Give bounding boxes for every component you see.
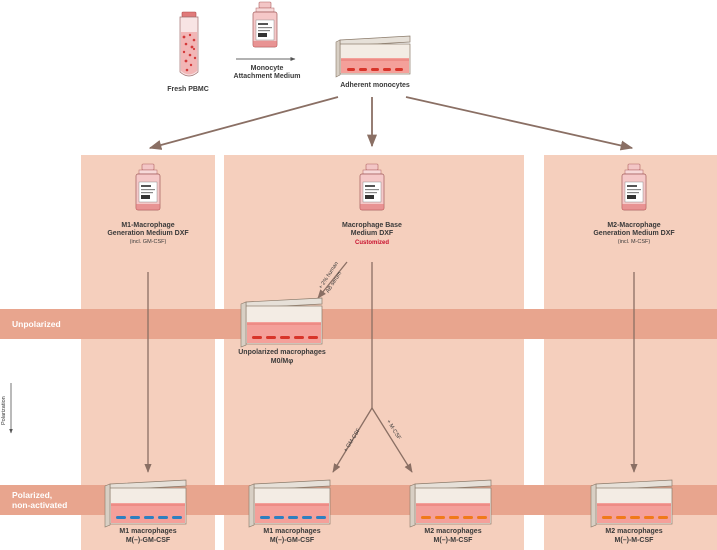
pbmc-tube-icon <box>179 11 199 77</box>
m1-medium-sub: (incl. GM-CSF) <box>129 239 167 245</box>
unpolarized-dish-icon <box>240 297 323 348</box>
macrophage-cell <box>144 516 154 519</box>
attachment-medium-bottle-icon <box>252 1 278 48</box>
macrophage-cell <box>477 516 487 519</box>
output-name-4: M2 macrophages <box>605 528 663 535</box>
output-sub-1: M(–)-GM-CSF <box>125 537 171 544</box>
customized-tag: Customized <box>354 240 390 246</box>
macrophage-cell <box>435 516 445 519</box>
macrophage-cell <box>449 516 459 519</box>
m2-medium-title-1: M2-Macrophage <box>607 222 661 229</box>
output-sub-3: M(–)-M-CSF <box>433 537 473 544</box>
m2-medium-bottle-icon <box>621 163 647 211</box>
macrophage-cell <box>116 516 126 519</box>
macrophage-cell <box>463 516 473 519</box>
macrophage-cell <box>602 516 612 519</box>
m1-medium-bottle-icon <box>135 163 161 211</box>
m1-medium-title-2: Generation Medium DXF <box>107 230 189 237</box>
macrophage-cell <box>644 516 654 519</box>
macrophage-cell <box>658 516 668 519</box>
macrophage-cell <box>172 516 182 519</box>
base-medium-title-1: Macrophage Base <box>342 222 402 229</box>
unpolarized-macrophages-label: Unpolarized macrophages <box>238 349 326 356</box>
polarized-band-label-1: Polarized, <box>12 490 53 500</box>
macrophage-cell <box>302 516 312 519</box>
macrophage-cell <box>288 516 298 519</box>
output-dish-icon <box>248 479 331 528</box>
m1-medium-title-1: M1-Macrophage <box>121 222 175 229</box>
unpolarized-macrophages-sub: M0/Mφ <box>270 358 294 365</box>
macrophage-cell <box>260 516 270 519</box>
macrophage-cell <box>130 516 140 519</box>
adherent-monocytes-label: Adherent monocytes <box>340 82 410 89</box>
macrophage-cell <box>616 516 626 519</box>
macrophage-cell <box>158 516 168 519</box>
macrophage-cell <box>274 516 284 519</box>
unpolarized-band-label: Unpolarized <box>12 319 61 329</box>
output-dish-icon <box>409 479 492 528</box>
pbmc-label: Fresh PBMC <box>167 86 209 93</box>
base-medium-bottle-icon <box>359 163 385 211</box>
unpolarized-band <box>0 309 717 339</box>
base-medium-title-2: Medium DXF <box>350 230 394 237</box>
macrophage-cell <box>630 516 640 519</box>
m2-medium-sub: (incl. M-CSF) <box>617 239 651 245</box>
attachment-medium-label-1: Monocyte <box>250 65 284 72</box>
pbmc-tube-dots <box>182 33 197 72</box>
output-dish-icon <box>104 479 187 528</box>
adherent-monocytes-dish-icon <box>335 35 411 78</box>
output-name-2: M1 macrophages <box>263 528 321 535</box>
m2-medium-title-2: Generation Medium DXF <box>593 230 675 237</box>
output-name-1: M1 macrophages <box>119 528 177 535</box>
polarized-band-label-2: non-activated <box>12 500 68 510</box>
attachment-medium-label-2: Attachment Medium <box>233 73 301 80</box>
output-name-3: M2 macrophages <box>424 528 482 535</box>
output-sub-4: M(–)-M-CSF <box>614 537 654 544</box>
output-sub-2: M(–)-GM-CSF <box>269 537 315 544</box>
macrophage-cell <box>421 516 431 519</box>
output-dish-icon <box>590 479 673 528</box>
polarization-label: Polarization <box>1 396 7 425</box>
macrophage-cell <box>316 516 326 519</box>
